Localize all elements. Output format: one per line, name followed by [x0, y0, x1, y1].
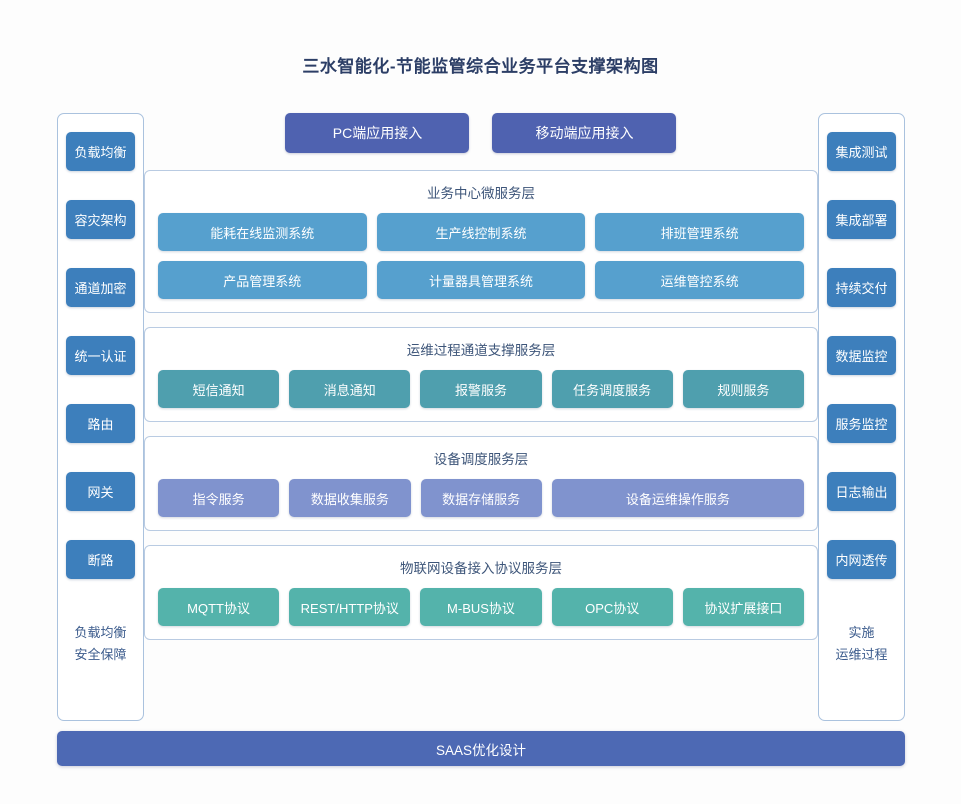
diagram-board: 负载均衡 容灾架构 通道加密 统一认证 路由 网关 断路 负载均衡 安全保障 P…	[57, 113, 905, 721]
tile-mbus-protocol[interactable]: M-BUS协议	[420, 588, 542, 626]
right-item-1[interactable]: 集成部署	[827, 200, 896, 239]
right-item-4[interactable]: 服务监控	[827, 404, 896, 443]
left-column-footer: 负载均衡 安全保障	[74, 622, 126, 666]
right-item-6[interactable]: 内网透传	[827, 540, 896, 579]
tile-data-collection-service[interactable]: 数据收集服务	[289, 479, 411, 517]
right-item-3[interactable]: 数据监控	[827, 336, 896, 375]
right-item-5[interactable]: 日志输出	[827, 472, 896, 511]
tile-protocol-extension-interface[interactable]: 协议扩展接口	[682, 588, 804, 626]
layer-title-device: 设备调度服务层	[433, 452, 529, 467]
left-item-3[interactable]: 统一认证	[65, 336, 135, 375]
layer-title-ops: 运维过程通道支撑服务层	[406, 343, 556, 358]
right-footer-line-1: 实施	[848, 625, 875, 640]
tile-shift-management[interactable]: 排班管理系统	[595, 213, 805, 251]
left-item-6[interactable]: 断路	[65, 540, 135, 579]
left-footer-line-1: 负载均衡	[74, 625, 127, 640]
tile-production-line-control[interactable]: 生产线控制系统	[376, 213, 586, 251]
tile-metering-device-management[interactable]: 计量器具管理系统	[376, 261, 586, 299]
tile-alarm-service[interactable]: 报警服务	[420, 370, 542, 408]
left-item-0[interactable]: 负载均衡	[65, 132, 135, 171]
right-item-0[interactable]: 集成测试	[827, 132, 896, 171]
left-item-5[interactable]: 网关	[65, 472, 135, 511]
mobile-access-button[interactable]: 移动端应用接入	[492, 113, 677, 153]
tile-mqtt-protocol[interactable]: MQTT协议	[157, 588, 280, 626]
center-stack: PC端应用接入 移动端应用接入 业务中心微服务层 能耗在线监测系统 生产线控制系…	[143, 113, 819, 721]
right-footer-line-2: 运维过程	[835, 647, 888, 662]
right-column-footer: 实施 运维过程	[835, 622, 887, 666]
business-row-1: 能耗在线监测系统 生产线控制系统 排班管理系统	[157, 213, 805, 251]
tile-task-scheduling-service[interactable]: 任务调度服务	[551, 370, 673, 408]
device-row-1: 指令服务 数据收集服务 数据存储服务 设备运维操作服务	[157, 479, 804, 517]
tile-opc-protocol[interactable]: OPC协议	[551, 588, 673, 626]
page-title: 三水智能化-节能监管综合业务平台支撑架构图	[302, 57, 659, 76]
tile-device-ops-operation-service[interactable]: 设备运维操作服务	[551, 479, 804, 517]
layer-title-business: 业务中心微服务层	[426, 186, 535, 201]
left-capability-column: 负载均衡 容灾架构 通道加密 统一认证 路由 网关 断路 负载均衡 安全保障	[57, 113, 144, 721]
layer-ops-channel-support: 运维过程通道支撑服务层 短信通知 消息通知 报警服务 任务调度服务 规则服务	[143, 327, 819, 422]
layer-business-microservices: 业务中心微服务层 能耗在线监测系统 生产线控制系统 排班管理系统 产品管理系统 …	[143, 170, 819, 313]
application-access-row: PC端应用接入 移动端应用接入	[144, 113, 818, 153]
tile-ops-control[interactable]: 运维管控系统	[595, 261, 805, 299]
layer-device-scheduling: 设备调度服务层 指令服务 数据收集服务 数据存储服务 设备运维操作服务	[143, 436, 819, 531]
tile-sms-notification[interactable]: 短信通知	[157, 370, 280, 408]
left-item-4[interactable]: 路由	[65, 404, 135, 443]
left-item-1[interactable]: 容灾架构	[65, 200, 135, 239]
tile-command-service[interactable]: 指令服务	[157, 479, 280, 517]
business-row-2: 产品管理系统 计量器具管理系统 运维管控系统	[157, 261, 805, 299]
pc-access-button[interactable]: PC端应用接入	[285, 113, 470, 153]
tile-energy-monitoring[interactable]: 能耗在线监测系统	[157, 213, 367, 251]
right-devops-column: 集成测试 集成部署 持续交付 数据监控 服务监控 日志输出 内网透传 实施 运维…	[818, 113, 905, 721]
iot-row-1: MQTT协议 REST/HTTP协议 M-BUS协议 OPC协议 协议扩展接口	[157, 588, 804, 626]
tile-product-management[interactable]: 产品管理系统	[157, 261, 367, 299]
layer-title-iot: 物联网设备接入协议服务层	[399, 561, 562, 576]
ops-row-1: 短信通知 消息通知 报警服务 任务调度服务 规则服务	[157, 370, 804, 408]
tile-message-notification[interactable]: 消息通知	[289, 370, 411, 408]
tile-rule-service[interactable]: 规则服务	[682, 370, 804, 408]
left-item-2[interactable]: 通道加密	[65, 268, 135, 307]
left-footer-line-2: 安全保障	[74, 647, 127, 662]
saas-foundation-bar[interactable]: SAAS优化设计	[57, 731, 905, 766]
layer-iot-protocol-access: 物联网设备接入协议服务层 MQTT协议 REST/HTTP协议 M-BUS协议 …	[143, 545, 819, 640]
tile-data-storage-service[interactable]: 数据存储服务	[420, 479, 542, 517]
tile-rest-http-protocol[interactable]: REST/HTTP协议	[289, 588, 411, 626]
right-item-2[interactable]: 持续交付	[827, 268, 896, 307]
